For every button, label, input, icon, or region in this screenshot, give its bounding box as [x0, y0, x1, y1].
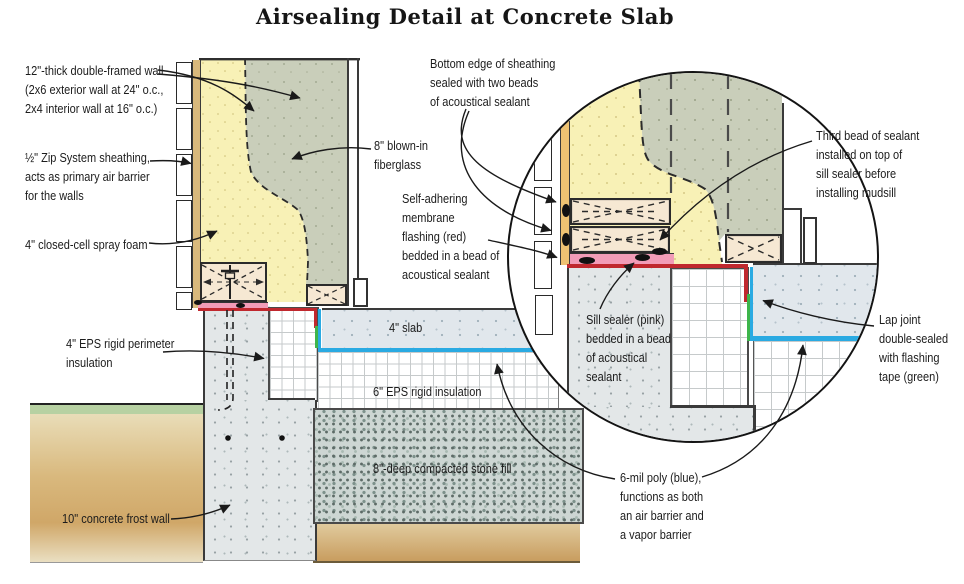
siding-strip [176, 246, 192, 288]
mudsill [200, 262, 267, 302]
label-double-framed-wall: 12"-thick double-framed wall (2x6 exteri… [25, 64, 164, 116]
label-third-bead: Third bead of sealant installed on top o… [816, 129, 920, 200]
page-title: Airsealing Detail at Concrete Slab [255, 4, 675, 29]
soil-right [313, 520, 580, 563]
zip-sheathing [192, 60, 201, 308]
slab [322, 308, 534, 351]
label-stone-fill: 8"-deep compacted stone fill [373, 462, 512, 476]
baseboard [353, 278, 368, 307]
flashing-red-detail [567, 264, 747, 268]
mudsill-detail-bottom [570, 226, 670, 253]
drywall-line [357, 58, 359, 306]
label-spray-foam: 4" closed-cell spray foam [25, 238, 148, 252]
baseboard-detail [803, 217, 817, 264]
eps-perimeter-insulation [268, 307, 319, 402]
eps-subslab-detail [753, 341, 877, 441]
flashing-tape-green-detail [747, 294, 750, 341]
mudsill-detail-top [570, 198, 671, 225]
sealant-bead [194, 300, 202, 305]
frost-wall-lower [203, 400, 317, 561]
label-poly: 6-mil poly (blue), functions as both an … [620, 471, 704, 542]
siding-strip-detail [534, 241, 552, 289]
sheathing-bead-detail [562, 204, 570, 217]
zip-sheathing-detail [560, 121, 570, 265]
poly-blue-vertical [318, 309, 321, 351]
eps-perimeter-detail [670, 267, 749, 411]
drywall-line [347, 58, 349, 306]
drywall-line-detail [800, 210, 802, 263]
sealant-bead-detail [579, 257, 595, 264]
siding-strip [176, 154, 192, 196]
label-eps-subslab: 6" EPS rigid insulation [373, 385, 482, 399]
siding-strip [176, 62, 192, 104]
interior-bottom-plate [306, 284, 347, 306]
grade-soil-left [30, 403, 203, 563]
fiberglass-region [245, 58, 347, 284]
label-sill-sealer: Sill sealer (pink) bedded in a bead of a… [586, 313, 672, 384]
frost-wall-upper [203, 306, 270, 402]
third-sealant-bead-detail [652, 248, 667, 255]
label-bottom-edge-sheathing: Bottom edge of sheathing sealed with two… [430, 57, 556, 109]
label-slab: 4" slab [389, 321, 423, 335]
label-frost-wall: 10" concrete frost wall [62, 512, 170, 526]
sill-sealer-strip [198, 302, 268, 310]
label-zip-sheathing: ½" Zip System sheathing, acts as primary… [25, 151, 150, 203]
siding-strip-detail [534, 133, 552, 181]
wall-section-graphic [199, 58, 360, 302]
drywall-line-detail [782, 103, 784, 263]
footing-step-edge [268, 398, 315, 400]
footing-step-edge-detail [670, 405, 756, 408]
label-lap-joint: Lap joint double-sealed with flashing ta… [879, 313, 949, 384]
siding-strip [176, 108, 192, 150]
membrane-flashing-red [198, 308, 317, 311]
label-eps-perimeter: 4" EPS rigid perimeter insulation [66, 337, 175, 370]
interior-plate-detail [725, 234, 782, 263]
label-membrane-flashing: Self-adhering membrane flashing (red) be… [402, 192, 500, 282]
sealant-bead-detail [635, 254, 650, 261]
footing-step-detail [567, 407, 755, 441]
poly-blue-line-detail [750, 336, 877, 341]
membrane-flashing-red-vertical [314, 308, 317, 328]
sheathing-bead-detail [562, 233, 570, 246]
siding-strip-detail [534, 187, 552, 235]
flashing-tape-green [315, 326, 318, 348]
label-blown-in-fiberglass: 8" blown-in fiberglass [374, 139, 429, 172]
foam-boundary-line [244, 58, 309, 285]
anchor-bolt [221, 265, 239, 299]
siding-strip [176, 200, 192, 242]
slab-detail [753, 263, 877, 343]
spray-foam-region [199, 58, 308, 302]
poly-blue-vertical-detail [750, 267, 753, 341]
footing-step-side-detail [753, 405, 756, 441]
flashing-red-vertical-detail [744, 264, 748, 302]
sealant-bead [236, 303, 245, 308]
siding-strip [176, 292, 192, 310]
siding-strip-detail [535, 295, 553, 335]
poly-blue-line [318, 348, 533, 352]
